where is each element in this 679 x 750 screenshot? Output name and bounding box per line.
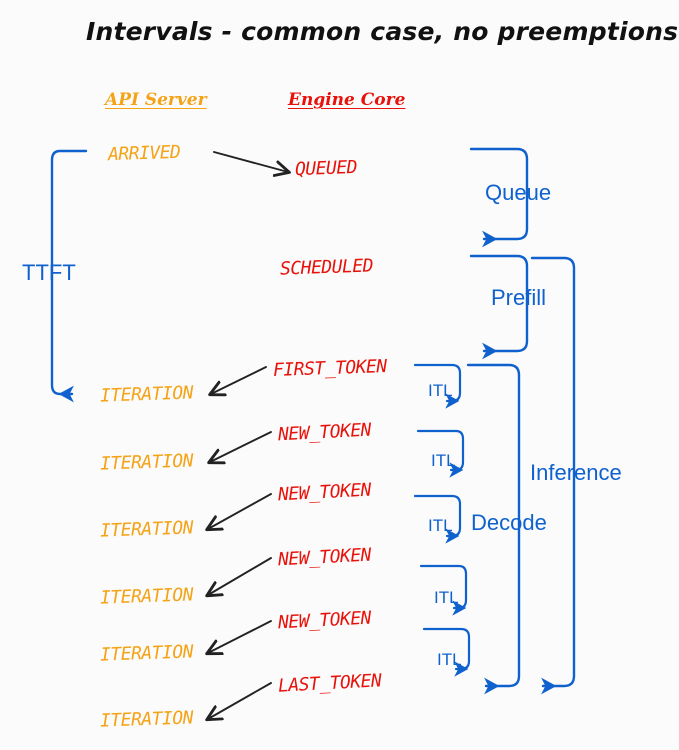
arrow-new-token-1-to-iteration [210,431,272,462]
bracket-itl-2 [416,429,465,478]
interval-label-prefill: Prefill [491,285,547,310]
bracket-itl-4 [419,564,468,616]
interval-label-itl-2: ITL [431,451,456,470]
interval-label-itl-3: ITL [428,516,453,535]
interval-label-inference: Inference [530,460,622,485]
state-new-token-2: NEW_TOKEN [277,479,372,506]
bracket-itl-3 [413,494,462,544]
arrow-arrived-to-queued [213,151,288,172]
arrow-new-token-4-to-iteration [208,620,272,653]
state-new-token-3: NEW_TOKEN [277,544,372,571]
state-new-token-4: NEW_TOKEN [277,607,372,634]
bracket-inference [530,256,576,695]
arrow-new-token-2-to-iteration [208,493,272,529]
state-iteration-1: ITERATION [99,382,194,407]
interval-label-itl-5: ITL [437,650,462,669]
state-iteration-2: ITERATION [99,450,194,475]
itl-brackets [413,363,471,677]
state-new-token-1: NEW_TOKEN [277,419,372,446]
state-queued: QUEUED [294,156,358,181]
column-header-api-server: API Server [105,90,207,110]
state-arrived: ARRIVED [107,141,181,166]
bracket-itl-5 [422,627,471,677]
state-iteration-6: ITERATION [99,707,194,732]
interval-label-itl-1: ITL [428,381,453,400]
bracket-queue [469,147,529,248]
state-transition-arrows [208,151,288,719]
page-title: Intervals - common case, no preemptions [86,17,679,46]
interval-label-queue: Queue [485,180,552,205]
arrow-last-token-to-iteration [208,682,272,719]
state-iteration-4: ITERATION [99,584,194,609]
interval-label-itl-4: ITL [434,588,459,607]
arrow-new-token-3-to-iteration [208,557,272,595]
arrow-first-token-to-iteration [211,366,267,394]
state-scheduled: SCHEDULED [279,255,374,280]
bracket-prefill [469,254,529,360]
interval-label-decode: Decode [471,510,547,535]
column-header-engine-core: Engine Core [288,90,406,110]
state-iteration-3: ITERATION [99,517,194,542]
bracket-decode [466,363,521,695]
state-iteration-5: ITERATION [99,641,194,666]
interval-label-ttft: TTFT [22,260,76,285]
bracket-itl-1 [413,363,462,409]
bracket-ttft [50,149,88,403]
state-first-token: FIRST_TOKEN [272,356,388,381]
